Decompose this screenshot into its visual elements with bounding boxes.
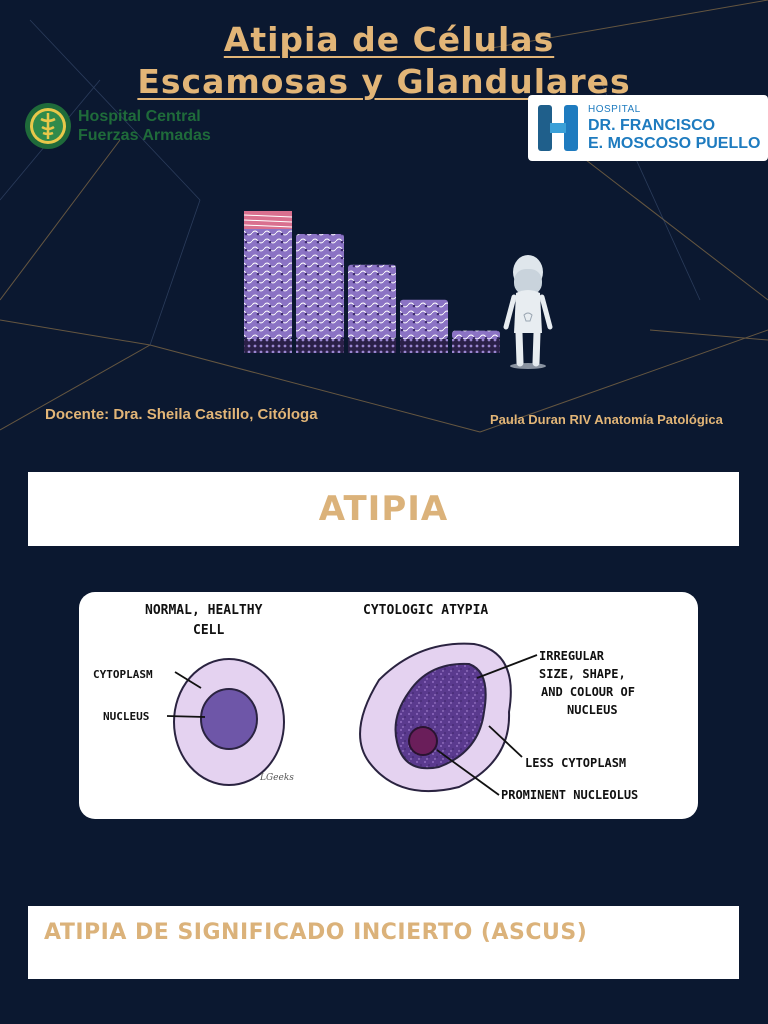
label-prominent-nucleolus: PROMINENT NUCLEOLUS bbox=[501, 788, 638, 802]
tissue-columns bbox=[243, 211, 500, 353]
tissue-column bbox=[243, 211, 293, 353]
hospital-moscoso-name-line1: DR. FRANCISCO bbox=[588, 117, 716, 134]
label-irregular-line3: AND COLOUR OF bbox=[541, 685, 635, 699]
section-atipia-heading: ATIPIA bbox=[318, 489, 449, 529]
hospital-moscoso-name-line2: E. MOSCOSO PUELLO bbox=[588, 135, 761, 152]
hospital-central-name-line1: Hospital Central bbox=[78, 108, 201, 125]
section-ascus-band: ATIPIA DE SIGNIFICADO INCIERTO (ASCUS) bbox=[28, 906, 739, 979]
hospital-central-logo: Hospital Central Fuerzas Armadas bbox=[24, 101, 234, 151]
normal-cell bbox=[173, 658, 285, 786]
tissue-column bbox=[348, 264, 396, 353]
normal-title-line1: NORMAL, HEALTHY bbox=[145, 603, 263, 618]
docente-credit: Docente: Dra. Sheila Castillo, Citóloga bbox=[45, 406, 318, 423]
section-atipia-band: ATIPIA bbox=[28, 472, 739, 546]
tissue-column bbox=[452, 330, 500, 353]
label-irregular-line4: NUCLEUS bbox=[567, 703, 618, 717]
artist-signature: LGeeks bbox=[259, 773, 294, 783]
label-irregular-line2: SIZE, SHAPE, bbox=[539, 667, 626, 681]
tissue-column bbox=[296, 234, 344, 353]
label-cytoplasm: CYTOPLASM bbox=[93, 668, 153, 681]
page-title-line1: Atipia de Células bbox=[223, 20, 555, 59]
hospital-central-emblem-icon bbox=[25, 103, 71, 149]
cytologic-atypia-diagram: NORMAL, HEALTHY CELL CYTOLOGIC ATYPIA CY… bbox=[79, 592, 698, 819]
label-irregular-line1: IRREGULAR bbox=[539, 649, 605, 663]
normal-title-line2: CELL bbox=[193, 623, 224, 638]
label-nucleus: NUCLEUS bbox=[103, 710, 149, 723]
label-less-cytoplasm: LESS CYTOPLASM bbox=[525, 756, 626, 770]
section-ascus-heading: ATIPIA DE SIGNIFICADO INCIERTO (ASCUS) bbox=[44, 920, 588, 945]
atypical-cell bbox=[359, 642, 512, 793]
autor-credit: Paula Duran RIV Anatomía Patológica bbox=[490, 412, 723, 427]
hospital-h-letter-icon bbox=[538, 105, 578, 151]
tissue-column bbox=[400, 299, 448, 353]
atypia-title: CYTOLOGIC ATYPIA bbox=[363, 603, 488, 618]
hospital-central-name-line2: Fuerzas Armadas bbox=[78, 127, 211, 144]
hospital-moscoso-logo: HOSPITAL DR. FRANCISCO E. MOSCOSO PUELLO bbox=[528, 95, 768, 161]
cervical-tissue-progression-illustration bbox=[243, 211, 553, 369]
hospital-moscoso-small-label: HOSPITAL bbox=[588, 104, 641, 115]
page-title-line2: Escamosas y Glandulares bbox=[137, 62, 631, 101]
female-figure-icon bbox=[503, 255, 553, 369]
